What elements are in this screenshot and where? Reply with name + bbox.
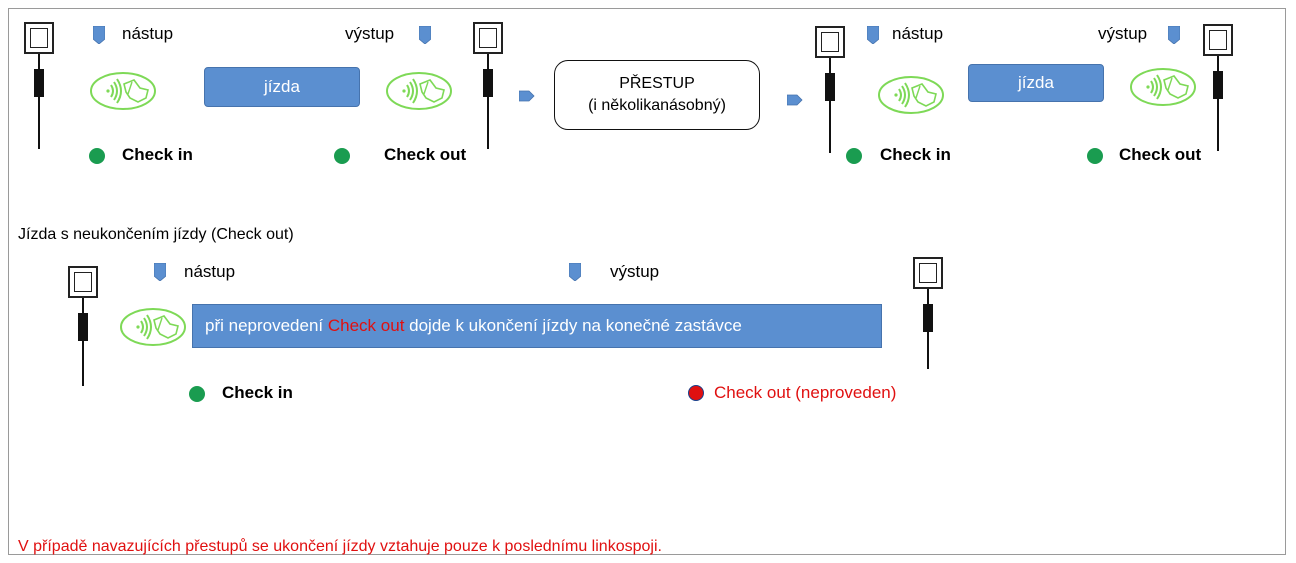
stop-sign-icon xyxy=(815,26,875,156)
bar-text-highlight: Check out xyxy=(327,316,405,335)
ride-label: jízda xyxy=(1018,73,1054,92)
stop-sign-icon xyxy=(1203,24,1263,154)
nfc-card-icon xyxy=(876,74,946,116)
check-out-label: Check out xyxy=(384,145,467,164)
boarding-marker-icon xyxy=(93,26,105,44)
arrow-right-icon xyxy=(519,90,535,102)
boarding-label: nástup xyxy=(892,24,944,43)
transfer-subtitle: (i několikanásobný) xyxy=(588,97,726,114)
nfc-card-icon xyxy=(118,306,188,348)
stop-sign-icon xyxy=(68,266,128,396)
check-out-label: Check out xyxy=(1119,145,1202,164)
exit-label: výstup xyxy=(610,262,660,281)
check-in-label: Check in xyxy=(122,145,193,164)
check-in-dot xyxy=(846,148,862,164)
boarding-label: nástup xyxy=(122,24,174,43)
nfc-card-icon xyxy=(88,70,158,112)
transfer-box: PŘESTUP (i několikanásobný) xyxy=(554,60,760,130)
check-in-dot xyxy=(89,148,105,164)
bar-text-post: dojde k ukončení jízdy na konečné zastáv… xyxy=(404,316,742,335)
nfc-card-icon xyxy=(384,70,454,112)
diagram-frame xyxy=(8,8,1286,555)
ride-label: jízda xyxy=(264,77,300,96)
boarding-marker-icon xyxy=(867,26,879,44)
footer-note: V případě navazujících přestupů se ukonč… xyxy=(18,538,662,555)
check-out-missing-dot xyxy=(688,385,704,401)
boarding-label: nástup xyxy=(184,262,236,281)
exit-label: výstup xyxy=(345,24,395,43)
transfer-title: PŘESTUP xyxy=(619,75,695,92)
check-in-label: Check in xyxy=(222,383,293,402)
bar-text-pre: při neprovedení xyxy=(205,316,328,335)
nfc-card-icon xyxy=(1128,66,1198,108)
arrow-right-icon xyxy=(787,94,803,106)
exit-marker-icon xyxy=(569,263,581,281)
check-out-missing-label: Check out (neproveden) xyxy=(714,383,897,402)
ride-bar-unfinished: při neprovedení Check out dojde k ukonče… xyxy=(192,304,882,348)
check-in-label: Check in xyxy=(880,145,951,164)
stop-sign-icon xyxy=(913,257,973,387)
check-out-dot xyxy=(334,148,350,164)
exit-marker-icon xyxy=(419,26,431,44)
section-heading: Jízda s neukončením jízdy (Check out) xyxy=(18,226,294,243)
stop-sign-icon xyxy=(473,22,533,152)
exit-label: výstup xyxy=(1098,24,1148,43)
ride-bar: jízda xyxy=(204,67,360,107)
stop-sign-icon xyxy=(24,22,84,152)
check-in-dot xyxy=(189,386,205,402)
check-out-dot xyxy=(1087,148,1103,164)
exit-marker-icon xyxy=(1168,26,1180,44)
ride-bar: jízda xyxy=(968,64,1104,102)
boarding-marker-icon xyxy=(154,263,166,281)
